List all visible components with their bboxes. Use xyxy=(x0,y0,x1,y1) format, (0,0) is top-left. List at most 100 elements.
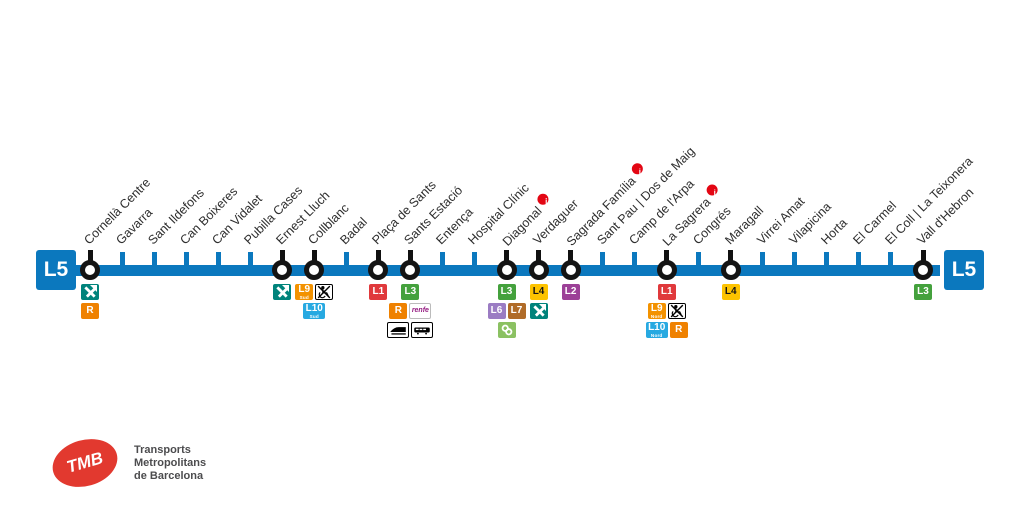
line-terminal-badge-left: L5 xyxy=(36,250,76,290)
station-connections-row: L4 xyxy=(494,284,584,300)
station-connections-row: L3 xyxy=(462,284,552,300)
station-connections-row: L1 xyxy=(333,284,423,300)
station-tick xyxy=(151,252,157,265)
badge-sublabel: Sud xyxy=(299,294,309,300)
badge-label: L9 xyxy=(298,283,311,295)
badge-label: L4 xyxy=(532,286,545,297)
badge-label: R xyxy=(86,305,94,316)
connection-badge-r: R xyxy=(81,303,99,319)
connection-badge-l2: L2 xyxy=(561,284,580,300)
tmb-caption-line2: Metropolitans xyxy=(134,457,207,469)
station-connections-row: L3 xyxy=(365,284,455,300)
station-connections-row: L3 xyxy=(878,284,968,300)
alert-marker-icon: i xyxy=(628,161,645,177)
interchange-tick xyxy=(504,250,509,263)
station-tick xyxy=(760,252,766,265)
tram-icon xyxy=(81,284,99,300)
station-tick xyxy=(119,252,125,265)
station-connections-row xyxy=(462,322,552,338)
station-connections-row xyxy=(45,284,135,300)
interchange-station-marker xyxy=(913,260,933,280)
station-tick xyxy=(215,252,221,265)
station-connections-row: L4 xyxy=(686,284,776,300)
connection-badge-renfe: renfe xyxy=(409,303,432,319)
station-connections-row: R xyxy=(45,303,135,319)
station-tick xyxy=(439,252,445,265)
train-hs-icon xyxy=(387,322,410,338)
interchange-tick xyxy=(375,250,381,263)
badge-label: renfe xyxy=(411,307,429,314)
station-connections-row xyxy=(237,284,327,300)
station-connections-row: L1 xyxy=(622,284,712,300)
connection-badge-l6: L6 xyxy=(487,303,506,319)
badge-label: L3 xyxy=(404,286,417,297)
station-tick xyxy=(824,252,830,265)
interchange-station-marker xyxy=(80,260,100,280)
badge-label: L10 xyxy=(648,321,666,333)
badge-label: L6 xyxy=(490,305,503,316)
station-connections-row: L2 xyxy=(526,284,616,300)
interchange-station-marker xyxy=(400,260,421,280)
train-reg-icon xyxy=(411,322,434,338)
alert-marker-icon: i xyxy=(534,191,551,207)
interchange-tick xyxy=(87,250,93,263)
badge-label: L10 xyxy=(305,302,323,314)
alert-marker-icon: i xyxy=(703,182,720,198)
tmb-caption-line1: Transports xyxy=(134,444,191,456)
interchange-tick xyxy=(920,250,926,263)
connection-badge-r: R xyxy=(669,322,688,338)
interchange-tick xyxy=(536,250,542,263)
alert-marker-glyph: i xyxy=(713,188,716,198)
badge-label: L4 xyxy=(724,286,737,297)
station-connections-row: L6 L7 xyxy=(462,303,552,319)
station-tick xyxy=(632,252,638,265)
tram-icon xyxy=(273,284,292,300)
line-terminal-badge-right: L5 xyxy=(944,250,984,290)
connection-badge-l1: L1 xyxy=(369,284,388,300)
station-tick xyxy=(247,252,253,265)
tmb-logo: TMB xyxy=(46,431,124,495)
alert-marker-glyph: i xyxy=(544,197,547,207)
badge-label: L3 xyxy=(500,286,513,297)
badge-label: L1 xyxy=(372,286,385,297)
tmb-caption-line3: de Barcelona xyxy=(134,470,204,482)
station-tick xyxy=(792,252,798,265)
station-tick xyxy=(696,252,702,265)
tmb-logo-caption: Transports Metropolitans de Barcelona xyxy=(134,444,206,483)
noaccess-icon xyxy=(315,284,334,300)
interchange-station-marker xyxy=(304,260,325,280)
station-tick xyxy=(343,252,349,265)
station-tick xyxy=(888,252,894,265)
fgc-icon xyxy=(497,322,516,338)
badge-label: L7 xyxy=(510,305,523,316)
connection-badge-l1: L1 xyxy=(657,284,676,300)
connection-badge-l3: L3 xyxy=(914,284,932,300)
interchange-station-marker xyxy=(496,260,517,280)
connection-badge-l3: L3 xyxy=(497,284,516,300)
badge-sublabel: Sud xyxy=(309,313,319,319)
interchange-station-marker xyxy=(272,260,293,280)
interchange-tick xyxy=(407,250,413,263)
interchange-tick xyxy=(728,250,734,263)
badge-label: L1 xyxy=(660,286,673,297)
interchange-tick xyxy=(664,250,670,263)
station-tick xyxy=(856,252,862,265)
station-tick xyxy=(471,252,477,265)
connection-badge-l4: L4 xyxy=(529,284,548,300)
connection-badge-r: R xyxy=(389,303,408,319)
badge-label: L9 xyxy=(650,302,663,314)
badge-label: R xyxy=(394,305,402,316)
interchange-station-marker xyxy=(368,260,389,280)
connection-badge-l7: L7 xyxy=(507,303,526,319)
station-connections-row xyxy=(365,322,455,338)
